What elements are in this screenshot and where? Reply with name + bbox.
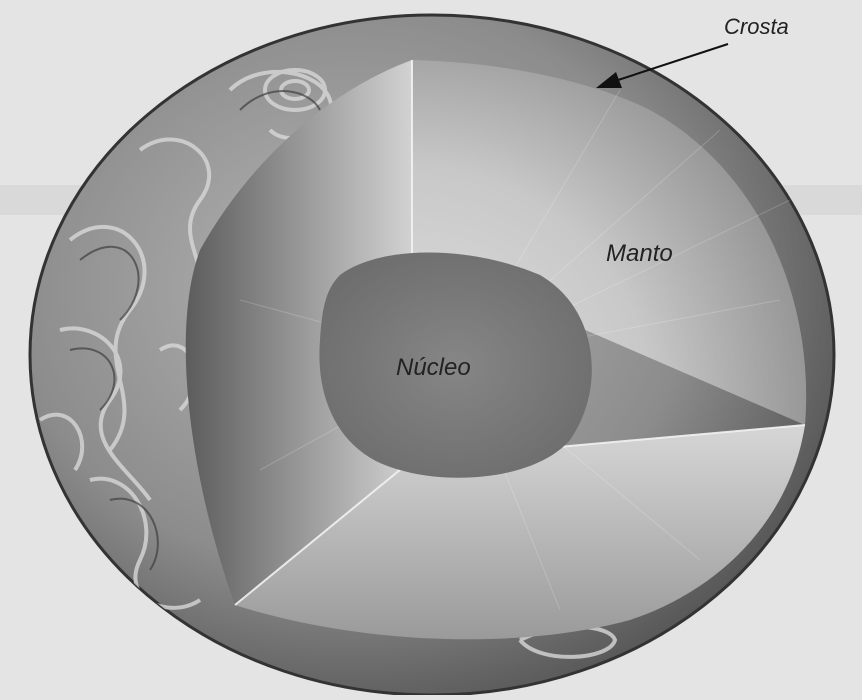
- crust-label: Crosta: [724, 14, 789, 40]
- mantle-label: Manto: [606, 240, 673, 268]
- core-label: Núcleo: [396, 354, 471, 382]
